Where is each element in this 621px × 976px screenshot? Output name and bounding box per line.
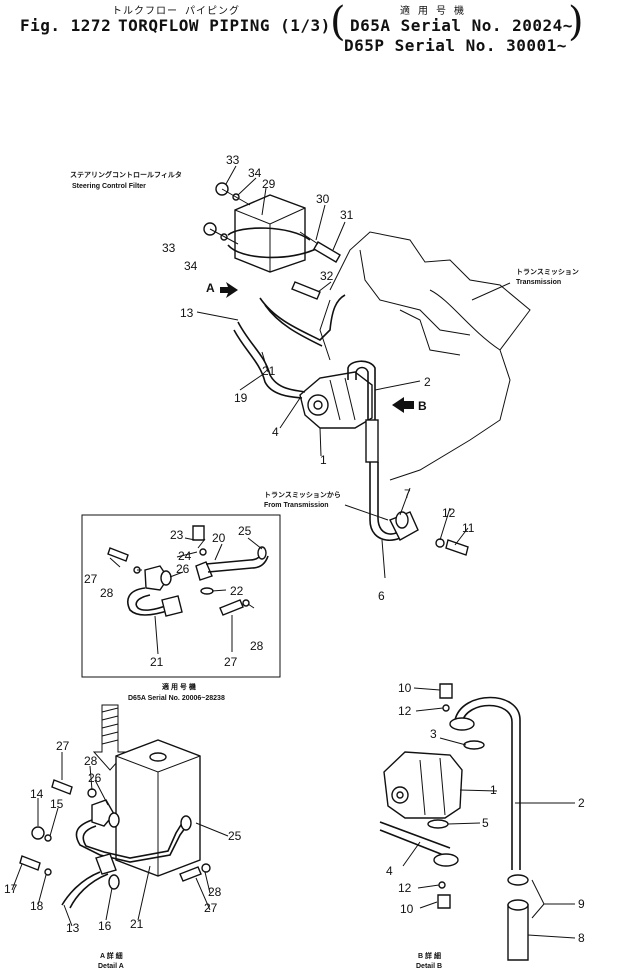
detail-b-leaders <box>402 687 576 939</box>
svg-text:14: 14 <box>30 787 44 801</box>
svg-text:B: B <box>418 399 427 413</box>
svg-text:10: 10 <box>400 902 414 916</box>
transmission-label-jp: トランスミッション <box>516 268 579 276</box>
title-japanese: トルクフロー パイピング <box>112 6 241 17</box>
fittings-7-12-11 <box>395 511 469 556</box>
detail-b-label-jp: B 詳 細 <box>418 951 441 960</box>
svg-text:34: 34 <box>184 259 198 273</box>
detail-a-leaders <box>11 752 229 927</box>
close-bracket: ) <box>568 0 584 45</box>
svg-text:3: 3 <box>430 727 437 741</box>
filter-bolts-nuts <box>203 182 251 245</box>
detail-b-label: Detail B <box>416 963 442 970</box>
callouts-detail-b: 10 12 3 1 2 5 4 12 10 9 8 <box>386 681 585 945</box>
filter-label-jp: ステアリングコントロールフィルタ <box>70 170 182 179</box>
svg-text:21: 21 <box>150 655 164 669</box>
svg-text:33: 33 <box>162 241 176 255</box>
serial-range-d65a: D65A Serial No. 20024~ <box>350 16 573 35</box>
callouts-main: 33 34 29 30 31 33 34 32 13 21 19 4 1 2 7… <box>162 153 475 603</box>
svg-text:1: 1 <box>490 783 497 797</box>
filter-label: Steering Control Filter <box>72 183 146 190</box>
svg-text:16: 16 <box>98 919 112 933</box>
svg-text:34: 34 <box>248 166 262 180</box>
transmission-label: Transmission <box>516 279 561 286</box>
svg-text:26: 26 <box>88 771 102 785</box>
arrow-a-icon: A <box>206 281 238 298</box>
svg-text:12: 12 <box>398 704 412 718</box>
from-transmission-label: From Transmission <box>264 502 329 509</box>
svg-text:12: 12 <box>442 506 456 520</box>
callouts-detail-a: 27 28 26 14 15 25 17 18 13 16 21 28 27 <box>4 739 242 935</box>
svg-text:32: 32 <box>320 269 334 283</box>
svg-text:11: 11 <box>462 521 475 535</box>
svg-text:9: 9 <box>578 897 585 911</box>
svg-text:2: 2 <box>578 796 585 810</box>
inset-parts <box>107 525 269 655</box>
svg-text:17: 17 <box>4 882 18 896</box>
svg-text:4: 4 <box>386 864 393 878</box>
inset-box <box>81 514 281 678</box>
svg-text:27: 27 <box>56 739 70 753</box>
svg-text:6: 6 <box>378 589 385 603</box>
svg-text:28: 28 <box>250 639 264 653</box>
steering-control-filter <box>227 194 319 273</box>
callouts-inset: 23 25 20 24 27 28 26 22 28 21 27 <box>84 524 264 669</box>
svg-text:A: A <box>206 281 215 295</box>
svg-text:28: 28 <box>100 586 114 600</box>
svg-text:23: 23 <box>170 528 184 542</box>
svg-text:5: 5 <box>482 816 489 830</box>
detail-b-parts <box>379 683 529 961</box>
svg-text:15: 15 <box>50 797 64 811</box>
detail-a-label: Detail A <box>98 963 124 970</box>
svg-text:13: 13 <box>180 306 194 320</box>
inset-serial: D65A Serial No. 20006~28238 <box>128 695 225 702</box>
svg-text:10: 10 <box>398 681 412 695</box>
svg-text:1: 1 <box>320 453 327 467</box>
svg-text:21: 21 <box>262 364 276 378</box>
svg-text:8: 8 <box>578 931 585 945</box>
open-bracket: ( <box>330 0 346 45</box>
svg-text:2: 2 <box>424 375 431 389</box>
svg-text:30: 30 <box>316 192 330 206</box>
svg-text:20: 20 <box>212 531 226 545</box>
svg-text:28: 28 <box>208 885 222 899</box>
clamp-bolt-31 <box>299 231 341 263</box>
serial-range-d65p: D65P Serial No. 30001~ <box>344 36 567 55</box>
svg-text:4: 4 <box>272 425 279 439</box>
svg-text:21: 21 <box>130 917 144 931</box>
svg-text:29: 29 <box>262 177 276 191</box>
svg-text:12: 12 <box>398 881 412 895</box>
svg-text:22: 22 <box>230 584 244 598</box>
svg-text:26: 26 <box>176 562 190 576</box>
svg-text:25: 25 <box>228 829 242 843</box>
figure-number: Fig. 1272 <box>20 16 112 35</box>
svg-text:13: 13 <box>66 921 80 935</box>
svg-text:33: 33 <box>226 153 240 167</box>
transmission-housing <box>319 231 531 481</box>
pump-assembly <box>299 371 373 429</box>
inset-applicability-jp: 適 用 号 機 <box>162 682 196 691</box>
bolt-32 <box>291 281 321 300</box>
svg-text:18: 18 <box>30 899 44 913</box>
svg-text:27: 27 <box>84 572 98 586</box>
svg-text:24: 24 <box>178 549 192 563</box>
detail-a-filter <box>115 739 201 877</box>
leaders-main <box>196 165 511 579</box>
svg-text:27: 27 <box>204 901 218 915</box>
svg-text:27: 27 <box>224 655 238 669</box>
detail-a-label-jp: A 詳 細 <box>100 951 123 960</box>
figure-title: TORQFLOW PIPING (1/3) <box>118 16 331 35</box>
svg-text:28: 28 <box>84 754 98 768</box>
arrow-b-icon: B <box>392 397 427 413</box>
from-transmission-label-jp: トランスミッションから <box>264 491 341 499</box>
svg-text:25: 25 <box>238 524 252 538</box>
svg-text:31: 31 <box>340 208 354 222</box>
applicability-japanese: 適 用 号 機 <box>400 6 466 17</box>
svg-text:7: 7 <box>404 487 411 501</box>
detail-a-parts <box>19 779 211 909</box>
svg-text:19: 19 <box>234 391 248 405</box>
